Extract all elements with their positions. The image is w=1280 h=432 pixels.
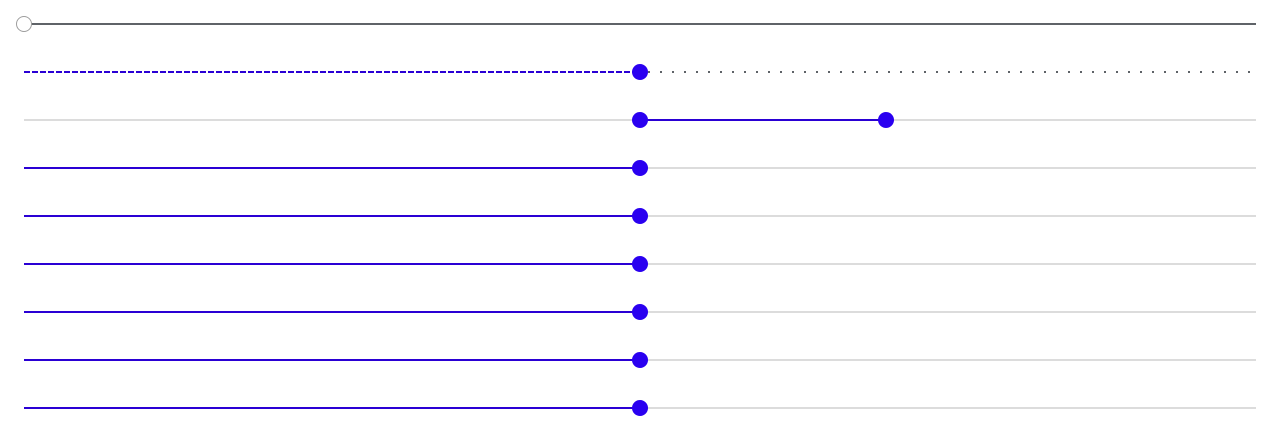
slider-thumb[interactable]	[632, 304, 648, 320]
slider-thumb[interactable]	[632, 256, 648, 272]
slider[interactable]	[24, 252, 1256, 276]
slider[interactable]	[24, 348, 1256, 372]
slider-thumb[interactable]	[632, 400, 648, 416]
slider-thumb[interactable]	[632, 208, 648, 224]
slider-thumb[interactable]	[632, 160, 648, 176]
slider-fill	[24, 359, 640, 361]
slider-fill	[24, 215, 640, 217]
slider-fill	[24, 71, 640, 73]
slider[interactable]	[24, 204, 1256, 228]
slider-fill	[24, 167, 640, 169]
slider[interactable]	[24, 60, 1256, 84]
slider[interactable]	[16, 12, 1256, 36]
slider-thumb[interactable]	[16, 16, 32, 32]
slider[interactable]	[24, 396, 1256, 420]
slider-fill	[640, 119, 887, 121]
slider-fill	[24, 263, 640, 265]
range-slider-start-thumb[interactable]	[632, 112, 648, 128]
slider[interactable]	[24, 156, 1256, 180]
slider[interactable]	[24, 300, 1256, 324]
range-slider[interactable]	[24, 108, 1256, 132]
range-slider-end-thumb[interactable]	[878, 112, 895, 128]
slider-thumb[interactable]	[632, 64, 648, 80]
slider-track[interactable]	[24, 23, 1256, 25]
slider-fill	[24, 407, 640, 409]
slider-thumb[interactable]	[632, 352, 648, 368]
slider-fill	[24, 311, 640, 313]
